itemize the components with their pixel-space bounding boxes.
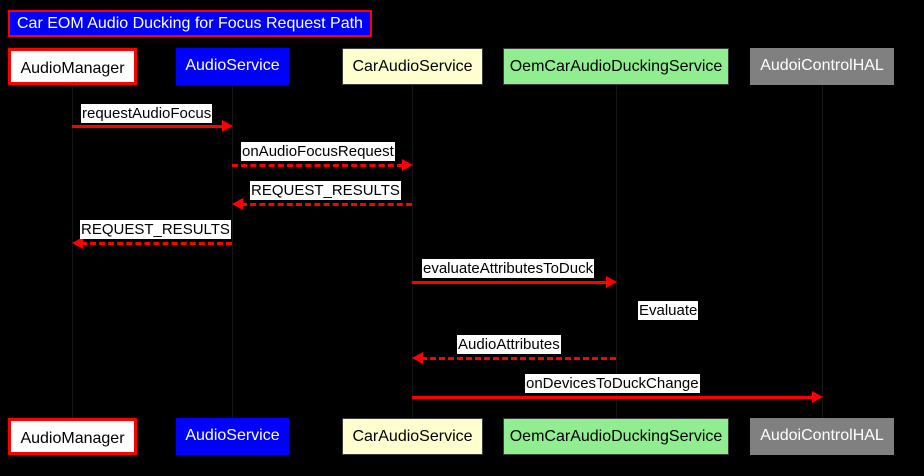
lifeline-audio-manager xyxy=(72,85,73,418)
lifeline-oem-car-audio-ducking-service xyxy=(616,85,617,418)
message-label-on-devices-to-duck-change: onDevicesToDuckChange xyxy=(525,374,700,393)
participant-audoi-control-hal-footer[interactable]: AudoiControlHAL xyxy=(750,418,894,455)
message-label-audio-attributes: AudioAttributes xyxy=(457,335,561,354)
note-evaluate-note: Evaluate xyxy=(638,301,699,320)
arrow-head-audio-attributes xyxy=(412,352,423,364)
lifeline-audoi-control-hal xyxy=(822,85,823,418)
participant-audio-service-header[interactable]: AudioService xyxy=(176,48,289,85)
arrow-head-on-audio-focus-request xyxy=(402,159,413,171)
diagram-title: Car EOM Audio Ducking for Focus Request … xyxy=(8,10,372,37)
message-label-request-results-to-audio-service: REQUEST_RESULTS xyxy=(250,181,401,200)
arrow-head-evaluate-attributes-to-duck xyxy=(606,276,617,288)
message-line-evaluate-attributes-to-duck xyxy=(412,281,607,284)
participant-audoi-control-hal-header[interactable]: AudoiControlHAL xyxy=(750,48,894,85)
message-label-evaluate-attributes-to-duck: evaluateAttributesToDuck xyxy=(422,259,595,278)
participant-oem-car-audio-ducking-service-header[interactable]: OemCarAudioDuckingService xyxy=(503,48,729,85)
message-label-on-audio-focus-request: onAudioFocusRequest xyxy=(241,142,395,161)
message-label-request-audio-focus: requestAudioFocus xyxy=(81,104,213,123)
participant-audio-manager-header[interactable]: AudioManager xyxy=(8,48,137,85)
participant-audio-manager-footer[interactable]: AudioManager xyxy=(8,418,137,455)
message-line-request-results-to-audio-manager xyxy=(81,242,232,245)
arrow-head-on-devices-to-duck-change xyxy=(812,391,823,403)
participant-car-audio-service-header[interactable]: CarAudioService xyxy=(342,48,483,85)
message-line-request-audio-focus xyxy=(72,125,223,128)
participant-oem-car-audio-ducking-service-footer[interactable]: OemCarAudioDuckingService xyxy=(503,418,729,455)
participant-car-audio-service-footer[interactable]: CarAudioService xyxy=(342,418,483,455)
arrow-head-request-results-to-audio-manager xyxy=(72,237,83,249)
message-line-request-results-to-audio-service xyxy=(241,203,412,206)
message-line-on-audio-focus-request xyxy=(232,164,403,167)
message-line-audio-attributes xyxy=(421,357,616,360)
lifeline-car-audio-service xyxy=(412,85,413,418)
arrow-head-request-audio-focus xyxy=(222,120,233,132)
arrow-head-request-results-to-audio-service xyxy=(232,198,243,210)
message-label-request-results-to-audio-manager: REQUEST_RESULTS xyxy=(80,220,231,239)
participant-audio-service-footer[interactable]: AudioService xyxy=(176,418,289,455)
message-line-on-devices-to-duck-change xyxy=(412,396,813,399)
lifeline-audio-service xyxy=(232,85,233,418)
